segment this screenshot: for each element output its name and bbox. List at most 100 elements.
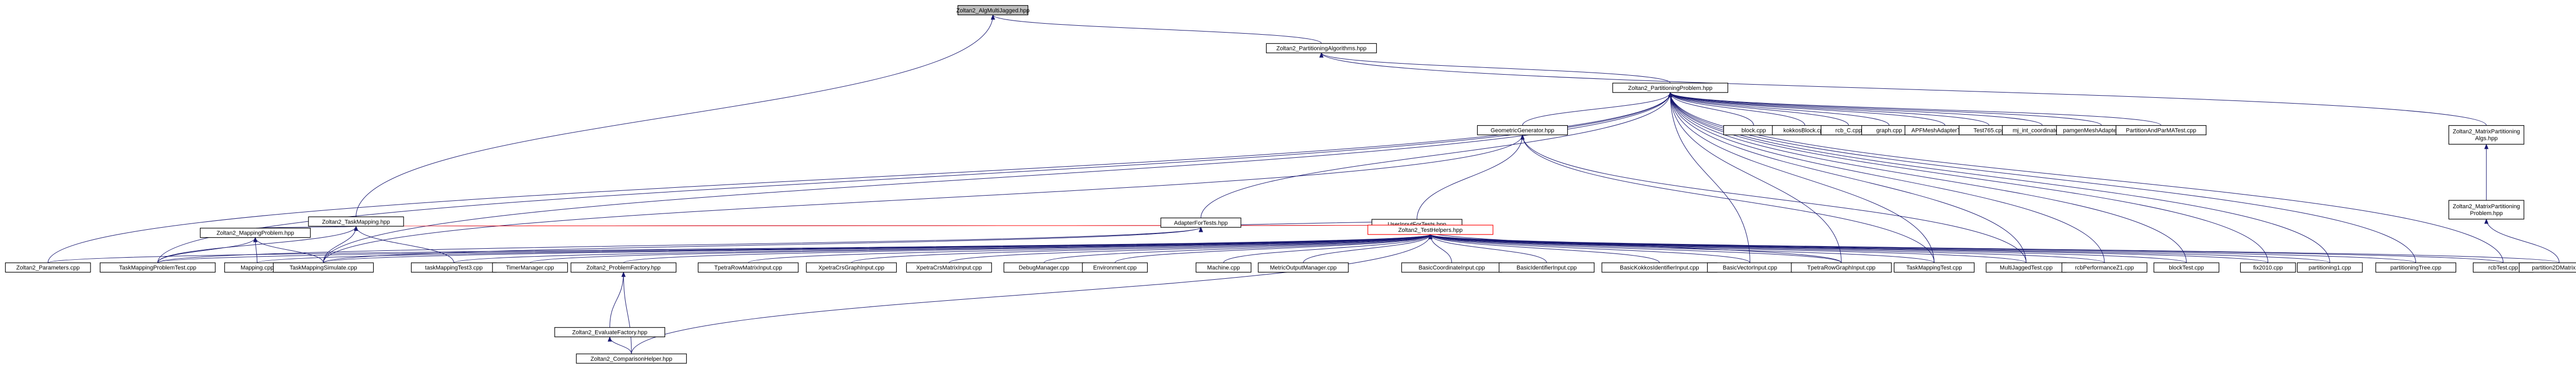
graph-node[interactable]: Environment.cpp	[1082, 262, 1148, 273]
node-label: BasicVectorInput.cpp	[1723, 265, 1777, 271]
dependency-edge	[948, 233, 1432, 263]
dependency-edge	[1223, 233, 1432, 263]
graph-node[interactable]: partitioningTree.cpp	[2375, 262, 2457, 273]
node-label: TpetraRowMatrixInput.cpp	[714, 265, 782, 271]
node-box	[1367, 225, 1494, 235]
dependency-edge	[1044, 233, 1432, 263]
node-box	[492, 262, 568, 273]
dependency-edge	[1428, 233, 1750, 263]
graph-node[interactable]: Zoltan2_ProblemFactory.hpp	[570, 262, 677, 273]
node-box	[570, 262, 677, 273]
node-label: BasicCoordinateInput.cpp	[1419, 265, 1485, 271]
node-box	[2448, 125, 2524, 145]
dependency-edge	[1668, 92, 2187, 263]
graph-node[interactable]: Zoltan2_Parameters.cpp	[5, 262, 91, 273]
graph-node[interactable]: MultiJaggedTest.cpp	[1986, 262, 2067, 273]
dependency-edge	[356, 14, 995, 217]
dependency-edge	[157, 237, 258, 263]
graph-node[interactable]: TpetraRowGraphInput.cpp	[1791, 262, 1892, 273]
graph-node[interactable]: taskMappingTest3.cpp	[410, 262, 497, 273]
node-label: taskMappingTest3.cpp	[425, 265, 483, 271]
graph-node[interactable]: partition2DMatrix.cpp	[2519, 262, 2576, 273]
dependency-edge	[1428, 233, 2187, 263]
dependency-edge	[607, 336, 632, 354]
node-label: Zoltan2_TestHelpers.hpp	[1398, 227, 1462, 233]
graph-node[interactable]: Zoltan2_ComparisonHelper.hpp	[576, 353, 687, 364]
graph-node[interactable]: Zoltan2_EvaluateFactory.hpp	[554, 327, 665, 338]
graph-node[interactable]: AdapterForTests.hpp	[1160, 217, 1241, 228]
graph-node[interactable]: TpetraRowMatrixInput.cpp	[697, 262, 799, 273]
graph-node[interactable]: PartitionAndParMATest.cpp	[2116, 125, 2207, 136]
node-label: TaskMappingSimulate.cpp	[289, 265, 357, 271]
node-label: fix2010.cpp	[2253, 265, 2283, 271]
graph-node[interactable]: rcbPerformanceZ1.cpp	[2061, 262, 2148, 273]
node-box	[2375, 262, 2457, 273]
node-label: DebugManager.cpp	[1019, 265, 1069, 271]
graph-node[interactable]: TaskMappingProblemTest.cpp	[99, 262, 216, 273]
graph-node[interactable]: BasicIdentifierInput.cpp	[1498, 262, 1595, 273]
graph-node[interactable]: TimerManager.cpp	[492, 262, 568, 273]
dependency-edge	[1200, 92, 1672, 218]
dependency-edge	[1428, 233, 2560, 263]
graph-node[interactable]: GeometricGenerator.hpp	[1477, 125, 1568, 136]
node-label: Zoltan2_AlgMultiJagged.hpp	[956, 7, 1029, 14]
dependency-edge	[1417, 134, 1525, 220]
dependency-edge	[1428, 233, 2330, 263]
graph-node[interactable]: BasicKokkosIdentifierInput.cpp	[1601, 262, 1718, 273]
graph-node[interactable]: fix2010.cpp	[2240, 262, 2296, 273]
graph-node[interactable]: XpetraCrsMatrixInput.cpp	[906, 262, 992, 273]
dependency-edge	[1428, 233, 1934, 263]
graph-node[interactable]: DebugManager.cpp	[1004, 262, 1085, 273]
graph-node[interactable]: Zoltan2_PartitioningProblem.hpp	[1612, 83, 1728, 93]
graph-node[interactable]: block.cpp	[1723, 125, 1785, 136]
dependency-edge	[1319, 52, 2487, 126]
node-label: rcb_C.cpp	[1836, 128, 1862, 134]
dependency-edge	[1668, 92, 2504, 263]
graph-node[interactable]: blockTest.cpp	[2153, 262, 2220, 273]
graph-node[interactable]: BasicVectorInput.cpp	[1707, 262, 1793, 273]
node-box	[2153, 262, 2220, 273]
graph-node[interactable]: graph.cpp	[1861, 125, 1917, 136]
dependency-edge	[1668, 92, 2105, 263]
graph-node[interactable]: Zoltan2_TestHelpers.hpp	[1367, 225, 1494, 235]
graph-node[interactable]: Zoltan2_PartitioningAlgorithms.hpp	[1266, 43, 1377, 54]
dependency-edge	[257, 233, 1432, 263]
dependency-edge	[1668, 92, 2269, 263]
node-box	[1477, 125, 1568, 136]
graph-node[interactable]: Zoltan2_TaskMapping.hpp	[308, 216, 404, 227]
graph-node[interactable]: Machine.cpp	[1196, 262, 1251, 273]
graph-node[interactable]: BasicCoordinateInput.cpp	[1401, 262, 1502, 273]
graph-node[interactable]: TaskMappingSimulate.cpp	[273, 262, 374, 273]
node-label: rcbPerformanceZ1.cpp	[2075, 265, 2134, 271]
graph-node[interactable]: Zoltan2_AlgMultiJagged.hpp	[956, 5, 1030, 15]
node-label: XpetraCrsGraphInput.cpp	[818, 265, 884, 271]
node-box	[1498, 262, 1595, 273]
dependency-edge	[157, 227, 1203, 263]
dependency-edge	[1428, 233, 2105, 263]
graph-node[interactable]: XpetraCrsGraphInput.cpp	[806, 262, 897, 273]
node-box	[1196, 262, 1251, 273]
dependency-edge	[1668, 92, 1806, 126]
node-label: rcbTest.cpp	[2489, 265, 2518, 271]
graph-node[interactable]: MetricOutputManager.cpp	[1258, 262, 1349, 273]
dependency-edge	[253, 237, 324, 263]
graph-node[interactable]: partitioning1.cpp	[2297, 262, 2363, 273]
node-box	[906, 262, 992, 273]
node-box	[5, 262, 91, 273]
node-label: Environment.cpp	[1093, 265, 1137, 271]
node-box	[1082, 262, 1148, 273]
dependency-edge	[1668, 92, 1754, 126]
dependency-edge	[1520, 134, 1934, 263]
dependency-edge	[609, 271, 626, 328]
node-label: kokkosBlock.cpp	[1783, 128, 1827, 134]
dependency-edge	[1303, 233, 1433, 263]
dependency-edge	[1668, 92, 1946, 126]
node-label: Zoltan2_Parameters.cpp	[16, 265, 79, 271]
node-box	[1893, 262, 1975, 273]
graph-node[interactable]: Zoltan2_MappingProblem.hpp	[199, 228, 311, 238]
graph-node[interactable]: TaskMappingTest.cpp	[1893, 262, 1975, 273]
